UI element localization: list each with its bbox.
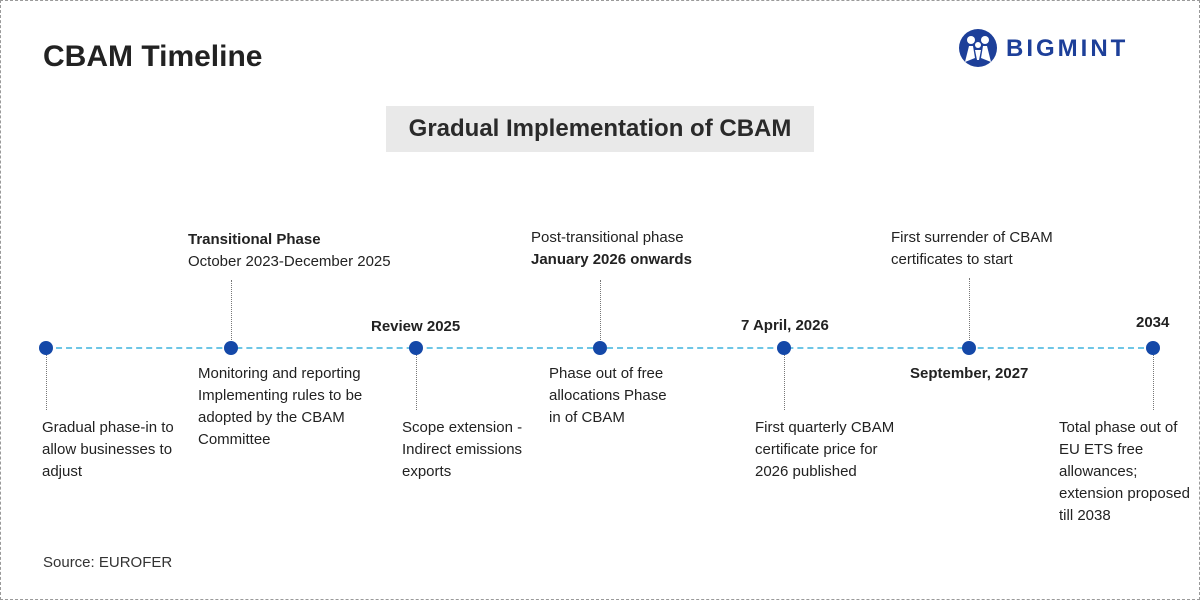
logo-icon [959, 29, 997, 67]
milestone-1-description: Gradual phase-in to allow businesses to … [42, 419, 174, 480]
milestone-5-heading: 7 April, 2026 [741, 317, 829, 334]
milestone-3-heading: Review 2025 [371, 318, 461, 335]
milestone-6-heading: First surrender of CBAM certificates to … [891, 229, 1053, 268]
timeline-subtitle: Gradual Implementation of CBAM [386, 106, 814, 152]
timeline-dot [39, 341, 53, 355]
milestone-6-date: September, 2027 [910, 365, 1029, 382]
timeline-dot [224, 341, 238, 355]
timeline-dot [409, 341, 423, 355]
connector-line [416, 355, 417, 410]
timeline-dot [1146, 341, 1160, 355]
milestone-7-description: Total phase out of EU ETS free allowance… [1059, 419, 1190, 524]
connector-line [600, 280, 601, 340]
milestone-2-heading: Transitional Phase October 2023-December… [188, 231, 391, 270]
connector-line [784, 355, 785, 410]
milestone-4-description: Phase out of free allocations Phase in o… [549, 365, 667, 426]
connector-line [969, 278, 970, 340]
logo: BIGMINT [958, 28, 1158, 68]
connector-line [231, 280, 232, 340]
timeline-dot [777, 341, 791, 355]
milestone-2-description: Monitoring and reporting Implementing ru… [198, 365, 363, 448]
source-note: Source: EUROFER [43, 554, 173, 571]
timeline-dot [962, 341, 976, 355]
connector-line [1153, 355, 1154, 410]
milestone-4-heading: Post-transitional phase January 2026 onw… [531, 229, 692, 268]
milestone-7-heading: 2034 [1136, 314, 1170, 331]
connector-line [46, 355, 47, 410]
milestone-3-description: Scope extension - Indirect emissions exp… [402, 419, 523, 480]
milestone-5-description: First quarterly CBAM certificate price f… [755, 419, 895, 480]
logo-text: BIGMINT [1006, 35, 1129, 62]
page-title: CBAM Timeline [43, 40, 263, 73]
timeline-dot [593, 341, 607, 355]
